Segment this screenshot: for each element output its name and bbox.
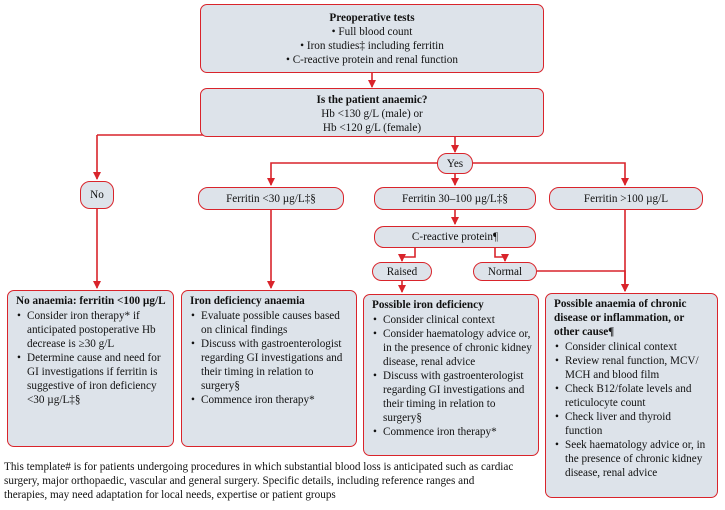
list-item: Discuss with gastroenterologist regardin… [190,337,350,393]
list-item: Consider iron therapy* if anticipated po… [16,309,167,351]
list-item: Seek haematology advice or, in the prese… [554,438,711,480]
anaemia-threshold-female: Hb <120 g/L (female) [322,122,422,134]
ferritin-mid-node: Ferritin 30–100 µg/L‡§ [374,187,536,210]
arrow-yes-to-ferritin-low [267,162,437,186]
crp-node: C-reactive protein¶ [374,226,536,248]
ferritin-low-node: Ferritin <30 µg/L‡§ [198,187,344,210]
list-item: Check liver and thyroid function [554,410,711,438]
list-item: Review renal function, MCV/ MCH and bloo… [554,354,711,382]
no-anaemia-outcome-box: No anaemia: ferritin <100 µg/L Consider … [7,290,174,447]
list-item: Discuss with gastroenter­ologist regardi… [372,369,532,425]
list-item: Commence iron therapy* [190,393,350,407]
possible-iron-deficiency-title: Possible iron deficiency [372,299,484,311]
arrow-crp-to-raised [398,248,416,262]
preop-item: • Iron studies‡ including ferritin [300,40,444,52]
list-item: Consider clinical context [554,340,711,354]
preop-item: • C-reactive protein and renal function [286,54,458,66]
list-item: Commence iron therapy* [372,425,532,439]
no-anaemia-title: No anaemia: ferritin <100 µg/L [16,295,166,307]
anaemia-question: Is the patient anaemic? [316,94,428,106]
list-item: Check B12/folate levels and reticulocyte… [554,382,711,410]
anaemia-question-box: Is the patient anaemic? Hb <130 g/L (mal… [200,88,544,137]
iron-deficiency-outcome-box: Iron deficiency anaemia Evaluate possibl… [181,290,357,447]
preoperative-tests-box: Preoperative tests • Full blood count • … [200,4,544,73]
yes-node: Yes [437,153,473,174]
no-anaemia-actions: Consider iron therapy* if anticipated po… [16,309,167,407]
arrow-normal-to-chronic [537,270,629,292]
preoperative-tests-title: Preoperative tests [329,12,415,24]
anaemia-threshold-male: Hb <130 g/L (male) or [321,108,423,120]
list-item: Determine cause and need for GI investig… [16,351,167,407]
list-item: Consider haematology advice or, in the p… [372,327,532,369]
iron-deficiency-title: Iron deficiency anaemia [190,295,305,307]
template-footnote: This template# is for patients undergoin… [4,461,514,501]
ferritin-high-node: Ferritin >100 µg/L [549,187,703,210]
chronic-disease-title: Possible anaemia of chronic disease or i… [554,298,687,338]
list-item: Evaluate possible causes based on clinic… [190,309,350,337]
crp-normal-node: Normal [473,262,537,281]
no-node: No [80,181,114,209]
chronic-disease-actions: Consider clinical context Review renal f… [554,340,711,480]
iron-deficiency-actions: Evaluate possible causes based on clinic… [190,309,350,407]
list-item: Consider clinical context [372,313,532,327]
arrow-crp-to-normal [494,248,509,262]
crp-raised-node: Raised [372,262,432,281]
possible-iron-deficiency-actions: Consider clinical context Consider haema… [372,313,532,439]
arrow-yes-to-ferritin-high [473,162,629,186]
chronic-disease-outcome-box: Possible anaemia of chronic disease or i… [545,293,718,498]
preop-item: • Full blood count [331,26,413,38]
possible-iron-deficiency-outcome-box: Possible iron deficiency Consider clinic… [363,294,539,456]
